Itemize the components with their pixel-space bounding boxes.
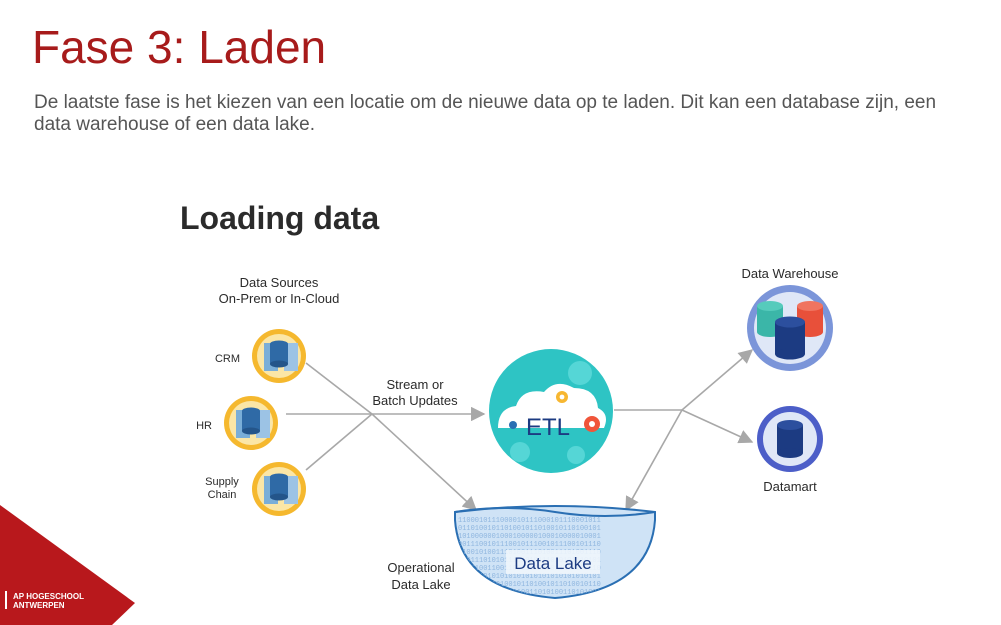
data-lake-label: Data Lake [514, 554, 592, 573]
svg-text:010101010101010101010101010101: 0101010101010101010101010101010101 [458, 573, 601, 581]
slide-title: Fase 3: Laden [32, 21, 327, 73]
svg-text:001110010111001011100101110010: 0011100101110010111001011100101110 [458, 541, 601, 549]
source-supply-chain-label-line2: Chain [208, 489, 237, 501]
arrow-to-warehouse [681, 349, 754, 411]
etl-label: ETL [526, 414, 570, 441]
logo-text: AP HOGESCHOOL ANTWERPEN [13, 592, 84, 610]
svg-text:101000000100010000010001000001: 1010000001000100000100010000010001 [458, 533, 601, 541]
source-supply-chain-label-line1: Supply [205, 476, 239, 488]
source-hr-label: HR [196, 420, 212, 432]
operational-label-line2: Data Lake [391, 577, 450, 592]
logo-line1: AP HOGESCHOOL [13, 592, 84, 601]
source-crm-icon [252, 329, 306, 383]
arrow-etl-to-lake [625, 409, 683, 512]
arrow-to-datamart [681, 409, 754, 444]
warehouse-label: Data Warehouse [741, 266, 838, 281]
etl-icon [489, 349, 613, 473]
ap-hogeschool-logo [0, 505, 135, 625]
sources-title-line1: Data Sources [240, 275, 319, 290]
sources-title-line2: On-Prem or In-Cloud [219, 291, 340, 306]
source-hr-icon [224, 396, 278, 450]
source-supply-chain-icon [252, 462, 306, 516]
datamart-label: Datamart [763, 479, 817, 494]
source-crm-label: CRM [215, 353, 240, 365]
operational-label-line1: Operational [387, 560, 454, 575]
svg-text:011010010110100101101001011010: 0110100101101001011010010110100101 [458, 525, 601, 533]
flow-label-line2: Batch Updates [372, 393, 458, 408]
arrow-to-data-lake [371, 413, 478, 511]
logo-line2: ANTWERPEN [13, 601, 65, 610]
diagram-heading: Loading data [180, 200, 379, 236]
datamart-icon [757, 406, 823, 472]
data-warehouse-icon [747, 285, 833, 371]
svg-text:011010100110101001101010011010: 0110101001101010011010100110101001 [458, 589, 601, 597]
flow-label-line1: Stream or [386, 377, 444, 392]
svg-text:101001011010010110100101101001: 1010010110100101101001011010010110 [458, 581, 601, 589]
svg-text:110001011100001011100010111000: 1100010111000010111000101110001011 [458, 517, 601, 525]
connector-lines [286, 349, 754, 512]
data-lake-icon: 1100010111000010111000101110001011 01101… [454, 505, 656, 600]
slide-body-text: De laatste fase is het kiezen van een lo… [34, 92, 937, 135]
